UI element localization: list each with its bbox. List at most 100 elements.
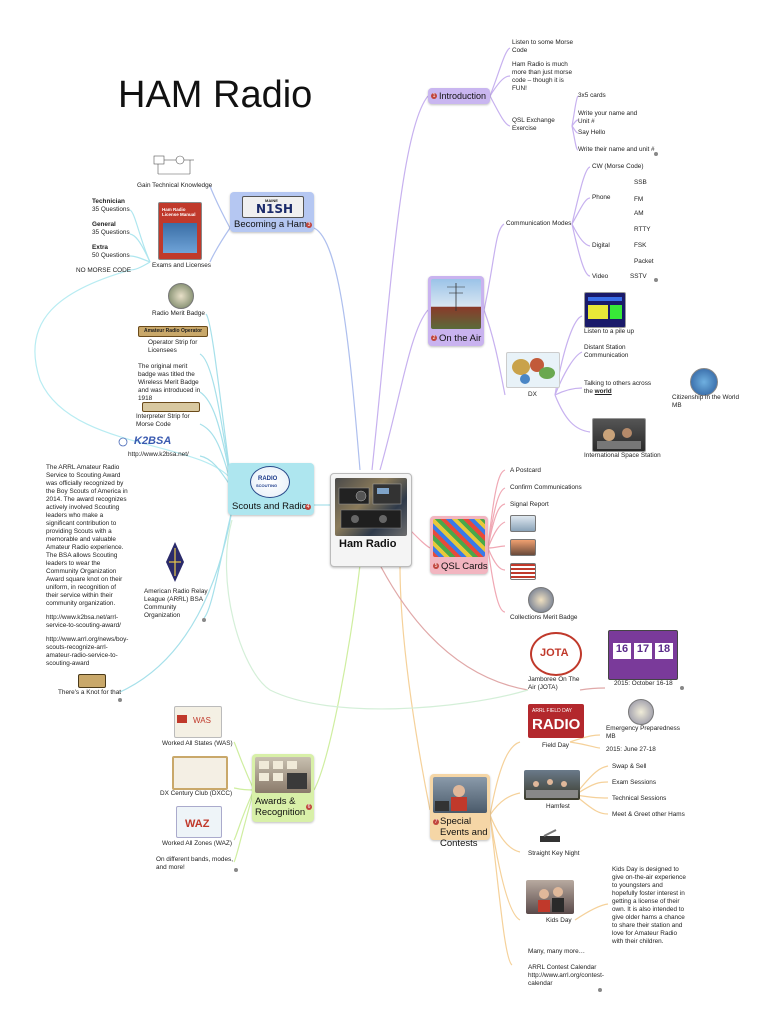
center-label: Ham Radio [339, 538, 397, 550]
world-link[interactable]: world [594, 388, 612, 395]
mode-rtty: RTTY [634, 226, 651, 233]
knot-label: There's a Knot for that [58, 689, 122, 696]
pile-up: Listen to a pile up [584, 328, 635, 335]
distant-station: Distant Station Communication [584, 344, 629, 359]
collapse-indicator: 2 [431, 335, 437, 341]
radio-scouting-logo: RADIO SCOUTING [250, 466, 290, 498]
circuit-diagram-image [150, 150, 198, 178]
mode-video: Video [592, 273, 609, 280]
iss-label: International Space Station [584, 452, 661, 459]
mode-fsk: FSK [634, 242, 647, 249]
branch-end-dot [118, 698, 122, 702]
awards-node[interactable]: Awards & Recognition 6 [252, 754, 314, 822]
field-day-label: Field Day [542, 742, 569, 749]
qsl-card-2 [510, 539, 536, 556]
collapse-indicator: 4 [305, 504, 311, 510]
license-plate-image: MAINE N1SH [242, 196, 304, 218]
swap-sell: Swap & Sell [612, 763, 647, 770]
mode-packet: Packet [634, 258, 654, 265]
arrl-url-1[interactable]: http://www.k2bsa.net/arrl-service-to-sco… [46, 614, 121, 629]
mode-phone: Phone [592, 194, 611, 201]
manual-photo [163, 223, 197, 253]
jota-day-17: 17 [634, 643, 652, 659]
jota-day-16: 16 [613, 643, 631, 659]
branch-end-dot [202, 618, 206, 622]
qsl-card-3 [510, 563, 536, 580]
collapse-indicator: 7 [433, 819, 439, 825]
collapse-indicator: 5 [433, 563, 439, 569]
logo-radio: RADIO [258, 476, 278, 482]
awards-label-1: Awards & Recognition [255, 796, 306, 818]
technician-questions: 35 Questions [92, 206, 130, 213]
intro-fun: Ham Radio is much more than just morse c… [512, 61, 573, 92]
field-day-logo-main: RADIO [532, 716, 581, 733]
collections-label: Collections Merit Badge [510, 614, 578, 621]
interpreter-label: Interpreter Strip for Morse Code [136, 413, 190, 428]
on-the-air-node[interactable]: 2 On the Air [428, 276, 484, 346]
kids-day-desc: Kids Day is designed to give on-the-air … [612, 866, 686, 945]
mode-am: AM [634, 210, 644, 217]
jota-dates-image: 16 17 18 [608, 630, 678, 680]
mode-sstv: SSTV [630, 273, 647, 280]
k2bsa-logo: K2BSA [118, 434, 202, 448]
citizenship-badge [690, 368, 718, 396]
center-node[interactable]: Ham Radio [330, 473, 412, 567]
technician-label: Technician [92, 198, 125, 205]
field-day-logo-top: ARRL FIELD DAY [532, 708, 573, 714]
iss-image [592, 418, 646, 452]
straight-key-image [538, 826, 562, 844]
k2bsa-text: K2BSA [134, 435, 172, 447]
becoming-a-ham-node[interactable]: MAINE N1SH Becoming a Ham 3 [230, 192, 314, 232]
original-badge-text: The original merit badge was titled the … [138, 363, 201, 402]
meet-greet: Meet & Greet other Hams [612, 811, 685, 818]
svg-text:WAZ: WAZ [185, 818, 210, 830]
intro-write-name: Write your name and Unit # [578, 110, 638, 125]
qsl-card-1 [510, 515, 536, 532]
k2bsa-url[interactable]: http://www.k2bsa.net/ [128, 451, 189, 458]
many-more: Many, many more… [528, 948, 586, 955]
on-the-air-label: On the Air [439, 333, 482, 344]
mode-ssb: SSB [634, 179, 647, 186]
plate-number: N1SH [256, 202, 294, 216]
comm-modes: Communication Modes [506, 220, 572, 227]
was-certificate: WAS [174, 706, 222, 738]
radio-merit-badge [168, 283, 194, 309]
jota-label: Jamboree On The Air (JOTA) [528, 676, 580, 691]
antenna-house-image [431, 279, 481, 329]
logo-scouting: SCOUTING [256, 483, 278, 488]
branch-end-dot [680, 686, 684, 690]
dxcc-label: DX Century Club (DXCC) [160, 790, 233, 797]
jota-day-18: 18 [655, 643, 673, 659]
extra-label: Extra [92, 244, 108, 251]
jota-logo[interactable]: JOTA [530, 632, 582, 676]
operator-strip-label: Operator Strip for Licensees [148, 339, 198, 354]
scouts-label: Scouts and Radio [232, 501, 307, 512]
collapse-indicator: 3 [306, 222, 312, 228]
world-map-image [506, 352, 560, 388]
scouts-and-radio-node[interactable]: RADIO SCOUTING Scouts and Radio 4 [228, 463, 314, 515]
qsl-cards-node[interactable]: 5 QSL Cards [430, 516, 488, 574]
page-title: HAM Radio [118, 74, 313, 116]
plate-state: MAINE [265, 198, 278, 203]
talking-world: Talking to others across the world [584, 380, 654, 396]
arrl-url-2[interactable]: http://www.arrl.org/news/boy-scouts-reco… [46, 636, 129, 667]
mode-digital: Digital [592, 242, 610, 249]
introduction-node[interactable]: 1 Introduction [428, 88, 490, 104]
special-events-node[interactable]: 7 Special Events and Contests [430, 774, 490, 849]
interpreter-strip-image [142, 402, 200, 412]
mode-cw: CW (Morse Code) [592, 163, 644, 170]
hamfest-image [524, 770, 580, 800]
field-dates: 2015: June 27-18 [606, 746, 656, 753]
bands-label: On different bands, modes, and more! [156, 856, 233, 871]
special-label: Special Events and Contests [440, 816, 488, 849]
arrl-knot-logo [166, 542, 184, 582]
collapse-indicator: 1 [431, 93, 437, 99]
contest-calendar[interactable]: ARRL Contest Calendar http://www.arrl.or… [528, 964, 605, 987]
intro-qsl-exercise: QSL Exchange Exercise [512, 117, 555, 132]
exams-licenses: Exams and Licenses [152, 262, 211, 269]
kids-day-image [526, 880, 574, 914]
license-manual-image: Ham Radio License Manual [158, 202, 202, 260]
radio-station-image [335, 478, 407, 536]
dx-label: DX [528, 391, 537, 398]
